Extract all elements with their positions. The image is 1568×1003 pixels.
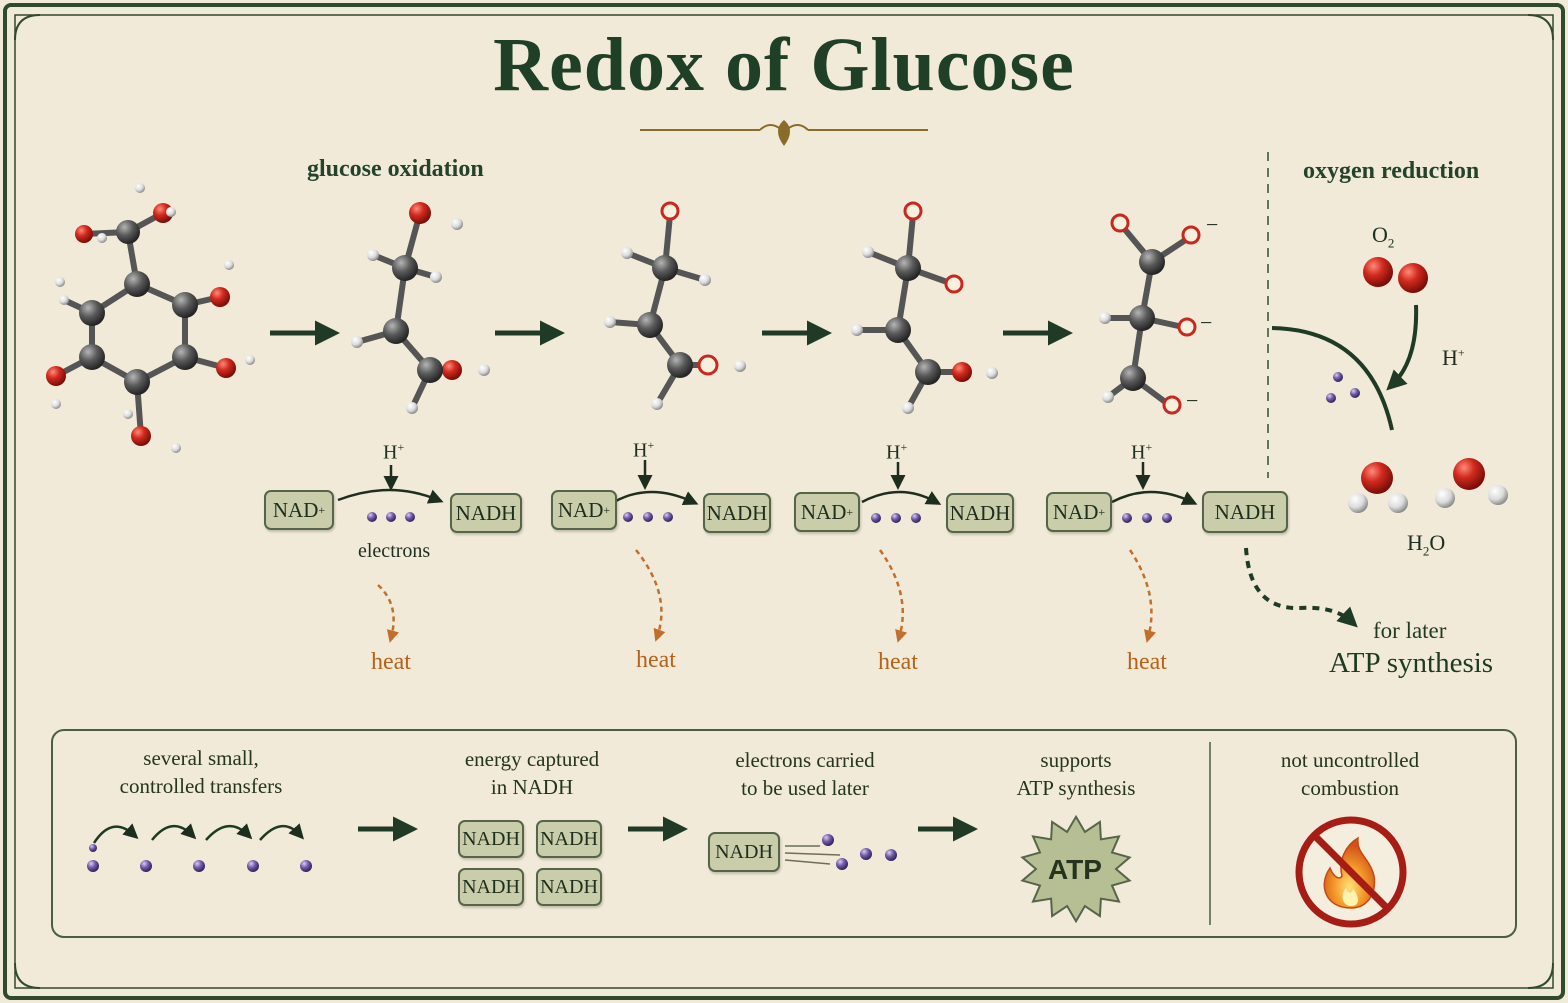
section-oxygen-reduction: oxygen reduction (1303, 158, 1480, 184)
o2-molecule-icon (1363, 257, 1428, 293)
nad-plus-box: NAD+ (794, 492, 860, 532)
section-glucose-oxidation: glucose oxidation (307, 156, 484, 182)
o2-label: O2 (1372, 222, 1395, 251)
nadh-box: NADH (450, 493, 522, 533)
nad-reduction-arrows (337, 460, 1198, 506)
intermediate-molecule-icon (604, 201, 746, 410)
page-frame (3, 3, 1565, 1000)
heat-label: heat (878, 649, 918, 675)
electron-stream-icon (784, 834, 897, 870)
svg-text:−: − (1200, 310, 1212, 335)
nadh-box: NADH (536, 820, 602, 858)
nad-plus-box: NAD+ (551, 490, 617, 530)
proton-label: H+ (886, 440, 908, 464)
page-title: Redox of Glucose (493, 23, 1075, 107)
heat-label: heat (1127, 649, 1167, 675)
flourish-icon (640, 120, 928, 146)
heat-label: heat (371, 649, 411, 675)
nad-plus-box: NAD+ (264, 490, 334, 530)
nadh-carrier-box: NADH (708, 832, 780, 872)
water-molecule-icon (1348, 462, 1408, 513)
electron-icon (367, 512, 415, 522)
nadh-box: NADH (458, 820, 524, 858)
intermediate-molecule-icon: − − − (1099, 212, 1218, 415)
electron-icon (1326, 372, 1360, 403)
proton-label: H+ (1442, 345, 1465, 370)
nadh-box: NADH (458, 868, 524, 906)
summary-panel (51, 729, 1517, 938)
atp-note-line1: for later (1373, 618, 1447, 643)
summary-item-transfers: several small,controlled transfers (119, 746, 283, 798)
svg-text:−: − (1186, 388, 1198, 413)
intermediate-molecule-icon (351, 202, 490, 414)
water-molecule-icon (1435, 458, 1508, 508)
heat-label: heat (636, 647, 676, 673)
proton-label: H+ (383, 440, 405, 464)
intermediate-molecule-icon (851, 201, 998, 414)
water-label: H2O (1407, 530, 1446, 559)
atp-starburst-icon (1020, 814, 1132, 924)
electron-icon (871, 513, 921, 523)
electron-transfer-icon (87, 823, 312, 872)
proton-label: H+ (633, 438, 655, 462)
nadh-box: NADH (536, 868, 602, 906)
no-fire-icon (1295, 816, 1407, 928)
svg-text:−: − (1206, 212, 1218, 237)
proton-label: H+ (1131, 440, 1153, 464)
heat-arrows (377, 549, 1157, 643)
electron-icon (1122, 513, 1172, 523)
electron-icon (623, 512, 673, 522)
atp-badge-label: ATP (1048, 854, 1102, 885)
nad-plus-box: NAD+ (1046, 492, 1112, 532)
electrons-label: electrons (358, 540, 431, 562)
nadh-box: NADH (1202, 491, 1288, 533)
o2-to-water-arrow (1271, 304, 1419, 431)
atp-note-line2: ATP synthesis (1329, 647, 1494, 679)
nadh-to-atp-arrow (1244, 547, 1358, 628)
glucose-molecule-icon (53, 210, 229, 439)
nadh-box: NADH (703, 493, 771, 533)
nadh-box: NADH (946, 493, 1014, 533)
